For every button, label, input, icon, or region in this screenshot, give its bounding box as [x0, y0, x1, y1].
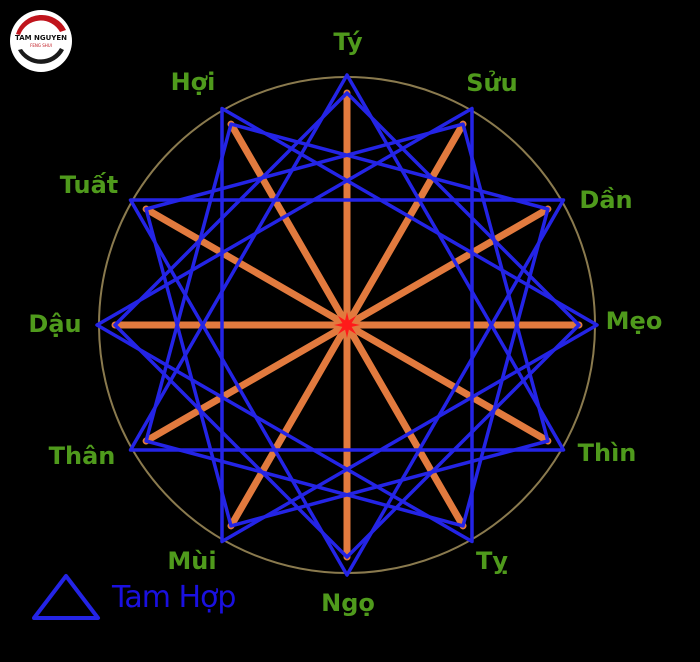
- spoke-thin: [343, 321, 552, 445]
- tam-hop-triangle-2: [95, 106, 474, 544]
- label-dan: Dần: [579, 186, 633, 214]
- label-mui: Mùi: [167, 547, 217, 575]
- spoke-mui: [227, 321, 351, 530]
- spokes-group: [111, 89, 583, 561]
- square-2: [144, 122, 550, 528]
- square-1: [113, 91, 581, 559]
- label-dau: Dậu: [28, 310, 82, 338]
- label-suu: Sửu: [466, 69, 518, 97]
- spoke-hoi: [227, 120, 351, 329]
- logo-tagline: FENG SHUI: [30, 43, 52, 48]
- logo-name: TAM NGUYEN: [14, 34, 68, 42]
- label-ty: Tý: [333, 28, 363, 56]
- spoke-than: [142, 321, 351, 445]
- triangle-icon: [32, 574, 100, 620]
- label-ngo: Ngọ: [321, 589, 375, 617]
- label-meo: Mẹo: [605, 307, 663, 335]
- label-ti: Tỵ: [475, 547, 509, 575]
- label-than: Thân: [48, 442, 116, 470]
- label-tuat: Tuất: [59, 171, 119, 199]
- tam-hop-group: [95, 73, 599, 577]
- legend-label: Tam Hợp: [112, 579, 236, 615]
- spoke-dan: [343, 205, 552, 329]
- brand-logo: TAM NGUYEN FENG SHUI: [10, 10, 72, 72]
- spoke-tuat: [142, 205, 351, 329]
- center-star-icon: [334, 312, 360, 338]
- logo-swoosh-icon: [16, 14, 66, 64]
- tam-hop-triangle-1: [128, 73, 566, 452]
- tam-hop-triangle-4: [220, 106, 599, 544]
- legend: Tam Hợp: [30, 572, 236, 622]
- label-hoi: Hợi: [170, 68, 216, 96]
- square-3: [144, 122, 550, 528]
- spoke-suu: [343, 120, 467, 329]
- label-thin: Thìn: [577, 439, 637, 467]
- tam-hop-triangle-3: [128, 198, 566, 577]
- center-star: [334, 312, 360, 338]
- spoke-ti: [343, 321, 467, 530]
